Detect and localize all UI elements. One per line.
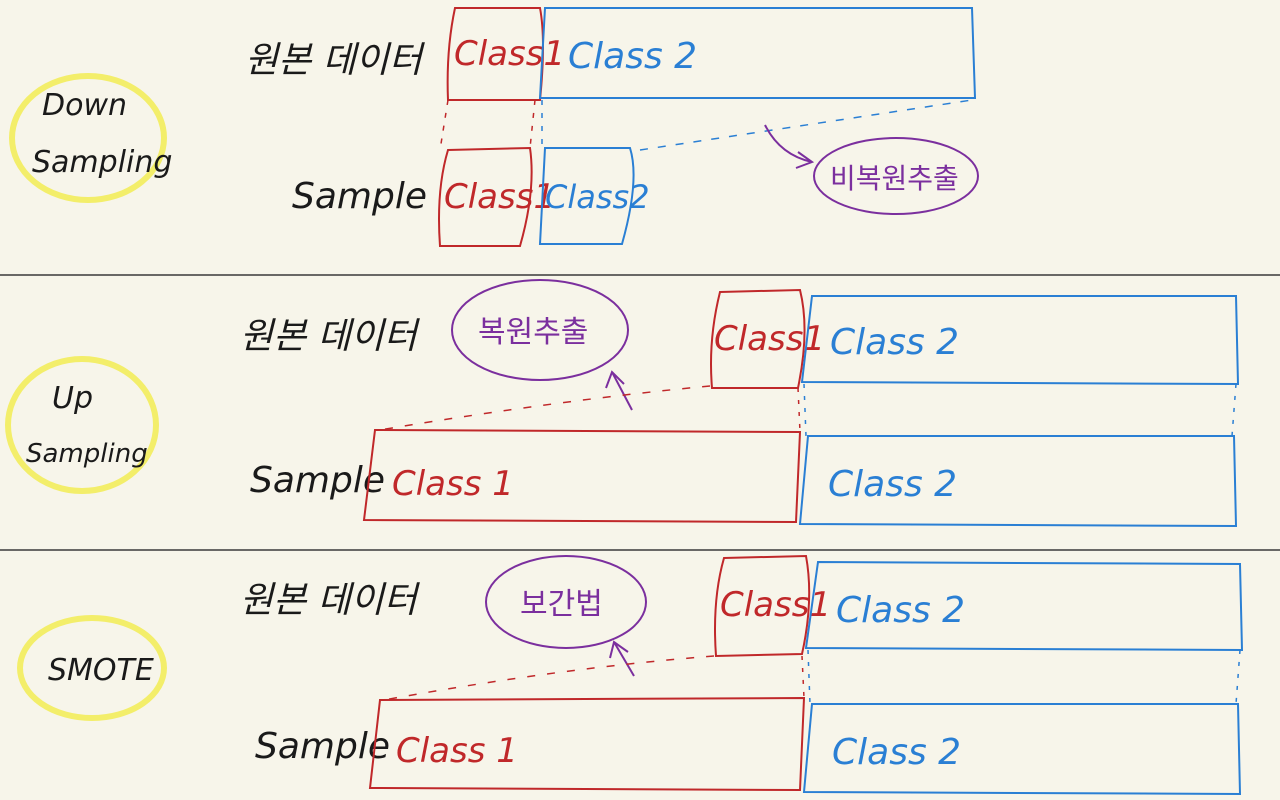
guide-dashed-line (379, 385, 711, 431)
guide-dashed-line (803, 383, 807, 437)
method-highlight-circle (5, 356, 159, 494)
section-down-sampling: Down Sampling 원본 데이터 Sample Class1 Class… (9, 7, 979, 247)
sample-class1-box (438, 146, 533, 247)
sample-class1-label: Class 1 (392, 464, 514, 504)
sample-class2-label: Class 2 (832, 732, 961, 773)
annotation-arrowhead (605, 370, 625, 389)
original-class2-box (800, 295, 1240, 386)
original-class1-label: Class1 (454, 34, 565, 74)
annotation-bubble (813, 137, 979, 215)
original-data-label: 원본 데이터 (245, 40, 426, 81)
method-label-line2: Sampling (26, 439, 148, 469)
section-up-sampling: Up Sampling 원본 데이터 Sample 복원추출 Class1 Cl… (5, 279, 1240, 528)
guide-dashed-line (383, 655, 715, 701)
guide-dashed-line (807, 649, 811, 705)
annotation-bubble (485, 555, 647, 649)
annotation-arrow (613, 641, 635, 677)
sample-class2-box (802, 703, 1242, 796)
original-class1-box (714, 554, 811, 658)
method-label-line1: Down (42, 88, 127, 123)
guide-dashed-line (439, 99, 449, 151)
sample-label: Sample (255, 726, 390, 767)
original-class2-box (804, 560, 1244, 652)
original-class2-label: Class 2 (836, 590, 965, 631)
method-highlight-circle (9, 73, 167, 203)
original-class2-label: Class 2 (830, 322, 959, 363)
guide-dashed-line (529, 99, 536, 149)
guide-dashed-line (639, 99, 973, 151)
original-class2-box (538, 7, 977, 99)
annotation-arrowhead (609, 640, 629, 659)
sample-class2-label: Class 2 (828, 464, 957, 505)
annotation-arrow (611, 371, 633, 411)
annotation-arrow (764, 124, 813, 163)
original-data-label: 원본 데이터 (240, 316, 421, 357)
sample-class2-box (538, 147, 635, 245)
annotation-arrowhead (795, 151, 815, 169)
method-label-line1: Up (52, 381, 93, 416)
original-data-label: 원본 데이터 (240, 580, 421, 621)
method-highlight-circle (17, 615, 167, 721)
sample-label: Sample (250, 460, 385, 501)
sample-class1-label: Class 1 (396, 731, 518, 771)
sample-class2-box (798, 435, 1238, 528)
annotation-bubble (451, 279, 629, 381)
original-class1-box (446, 7, 544, 101)
sample-class1-box (362, 428, 802, 524)
guide-dashed-line (1235, 649, 1241, 705)
section-smote: SMOTE 원본 데이터 Sample 보간법 Class1 Class 2 C… (17, 554, 1244, 796)
sample-class1-box (368, 696, 806, 792)
guide-dashed-line (1231, 383, 1237, 437)
sample-class2-label: Class2 (545, 178, 650, 216)
guide-dashed-line (801, 655, 805, 699)
annotation-text: 비복원추출 (830, 162, 959, 195)
guide-dashed-line (797, 387, 801, 433)
sample-class1-label: Class1 (444, 177, 555, 217)
original-class2-label: Class 2 (568, 36, 697, 77)
annotation-text: 보간법 (520, 587, 603, 622)
method-label-line1: SMOTE (48, 653, 154, 688)
sample-label: Sample (292, 176, 427, 217)
annotation-text: 복원추출 (478, 315, 588, 350)
method-label-line2: Sampling (32, 145, 172, 180)
